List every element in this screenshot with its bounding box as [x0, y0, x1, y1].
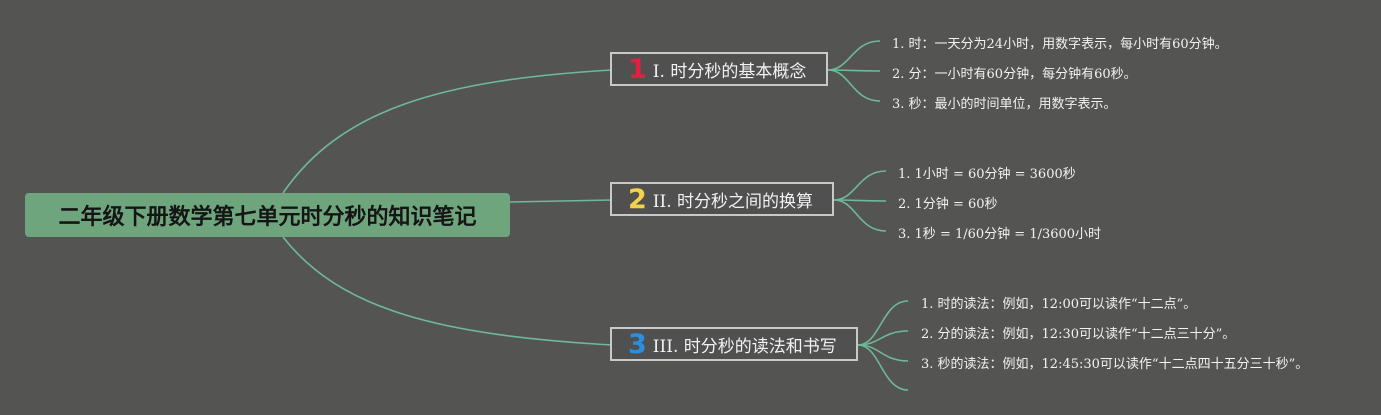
- priority-3-icon: 3: [628, 328, 647, 360]
- branch-label: II. 时分秒之间的换算: [652, 191, 814, 212]
- leaf-topic[interactable]: 2. 分：一小时有60分钟，每分钟有60秒。: [892, 67, 1137, 82]
- branch-label: III. 时分秒的读法和书写: [652, 336, 837, 357]
- connector-b1-leaf-3: [827, 69, 881, 102]
- branch-topic-1[interactable]: 1 I. 时分秒的基本概念: [610, 52, 828, 86]
- connector-b3-leaf-1: [857, 300, 909, 346]
- branch-topic-2[interactable]: 2 II. 时分秒之间的换算: [610, 182, 834, 216]
- branch-label: I. 时分秒的基本概念: [652, 61, 807, 82]
- priority-1-icon: 1: [628, 53, 647, 85]
- leaf-topic[interactable]: 1. 时：一天分为24小时，用数字表示，每小时有60分钟。: [892, 37, 1228, 52]
- connector-b3-leaf-4: [857, 344, 909, 391]
- leaf-topic[interactable]: 3. 1秒 = 1/60分钟 = 1/3600小时: [898, 227, 1102, 242]
- leaf-topic[interactable]: 1. 时的读法：例如，12:00可以读作“十二点”。: [921, 297, 1197, 312]
- leaf-topic[interactable]: 3. 秒：最小的时间单位，用数字表示。: [892, 97, 1117, 112]
- connector-b1-leaf-1: [827, 40, 881, 71]
- leaf-topic[interactable]: 1. 1小时 = 60分钟 = 3600秒: [898, 167, 1076, 182]
- connector-root-branch-3: [282, 236, 613, 346]
- leaf-topic[interactable]: 2. 分的读法：例如，12:30可以读作“十二点三十分”。: [921, 327, 1236, 342]
- connector-root-branch-2: [509, 199, 613, 203]
- root-title: 二年级下册数学第七单元时分秒的知识笔记: [58, 205, 477, 230]
- leaf-topic[interactable]: 2. 1分钟 = 60秒: [898, 197, 998, 212]
- connector-b2-leaf-3: [833, 199, 887, 232]
- connector-b2-leaf-1: [833, 170, 887, 201]
- connector-root-branch-1: [282, 69, 613, 194]
- branch-topic-3[interactable]: 3 III. 时分秒的读法和书写: [610, 327, 858, 361]
- leaf-topic[interactable]: 3. 秒的读法：例如，12:45:30可以读作“十二点四十五分三十秒”。: [921, 357, 1309, 372]
- root-topic[interactable]: 二年级下册数学第七单元时分秒的知识笔记: [25, 193, 510, 237]
- priority-2-icon: 2: [628, 183, 647, 215]
